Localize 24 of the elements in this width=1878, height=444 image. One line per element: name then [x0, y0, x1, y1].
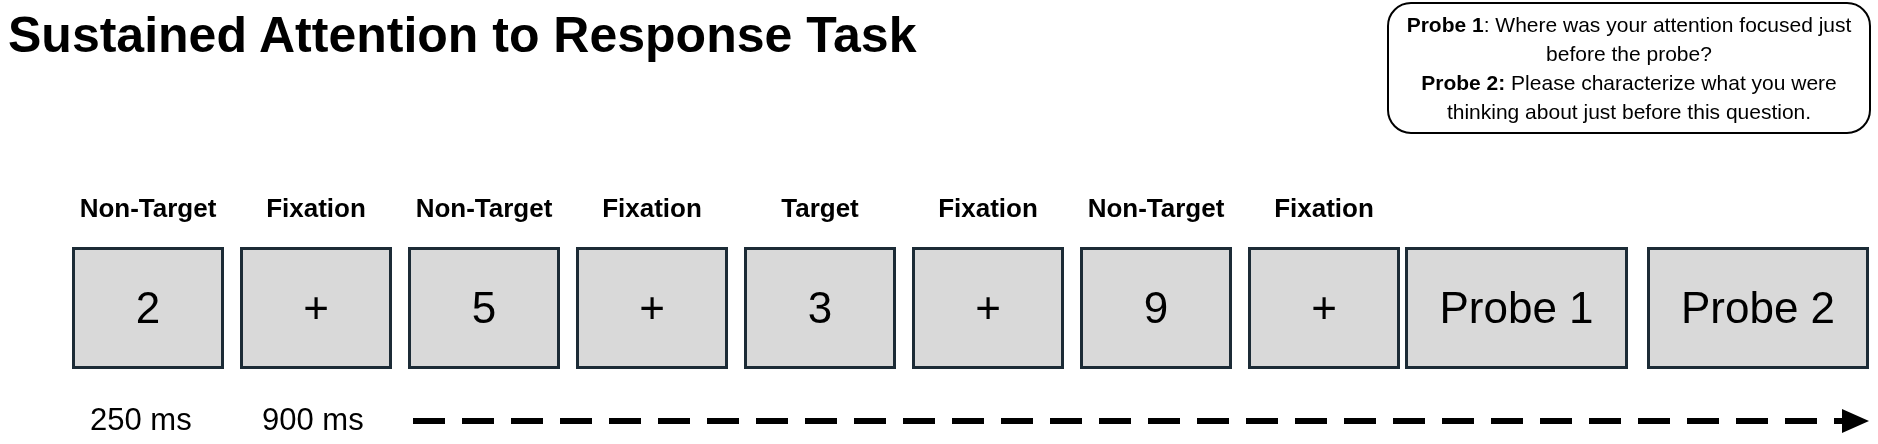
duration-label: 900 ms: [262, 402, 364, 438]
title: Sustained Attention to Response Task: [8, 6, 917, 64]
question-text: Probe 2: Please characterize what you were thinking about just before this question.: [1420, 70, 1838, 125]
trial-label: Non-Target: [414, 193, 554, 224]
question-text: Probe 1: Where was your attention focused just before the probe?: [1405, 12, 1853, 67]
duration-label: 250 ms: [90, 402, 192, 438]
stimulus-screen: 2: [72, 247, 224, 369]
stimulus-screen: +: [576, 247, 728, 369]
trial-label: Non-Target: [1086, 193, 1226, 224]
trial-label: Fixation: [937, 193, 1039, 224]
stimulus-screen: Probe 1: [1405, 247, 1628, 369]
trial-label: Target: [780, 193, 860, 224]
probe-question-box: [1387, 2, 1871, 134]
stimulus-screen: +: [912, 247, 1064, 369]
stimulus-screen: +: [1248, 247, 1400, 369]
stimulus-screen: Probe 2: [1647, 247, 1869, 369]
trial-label: Fixation: [1273, 193, 1375, 224]
stimulus-screen: 3: [744, 247, 896, 369]
trial-label: Fixation: [265, 193, 367, 224]
trial-label: Non-Target: [78, 193, 218, 224]
stimulus-screen: 9: [1080, 247, 1232, 369]
stimulus-screen: 5: [408, 247, 560, 369]
trial-label: Fixation: [601, 193, 703, 224]
stimulus-screen: +: [240, 247, 392, 369]
